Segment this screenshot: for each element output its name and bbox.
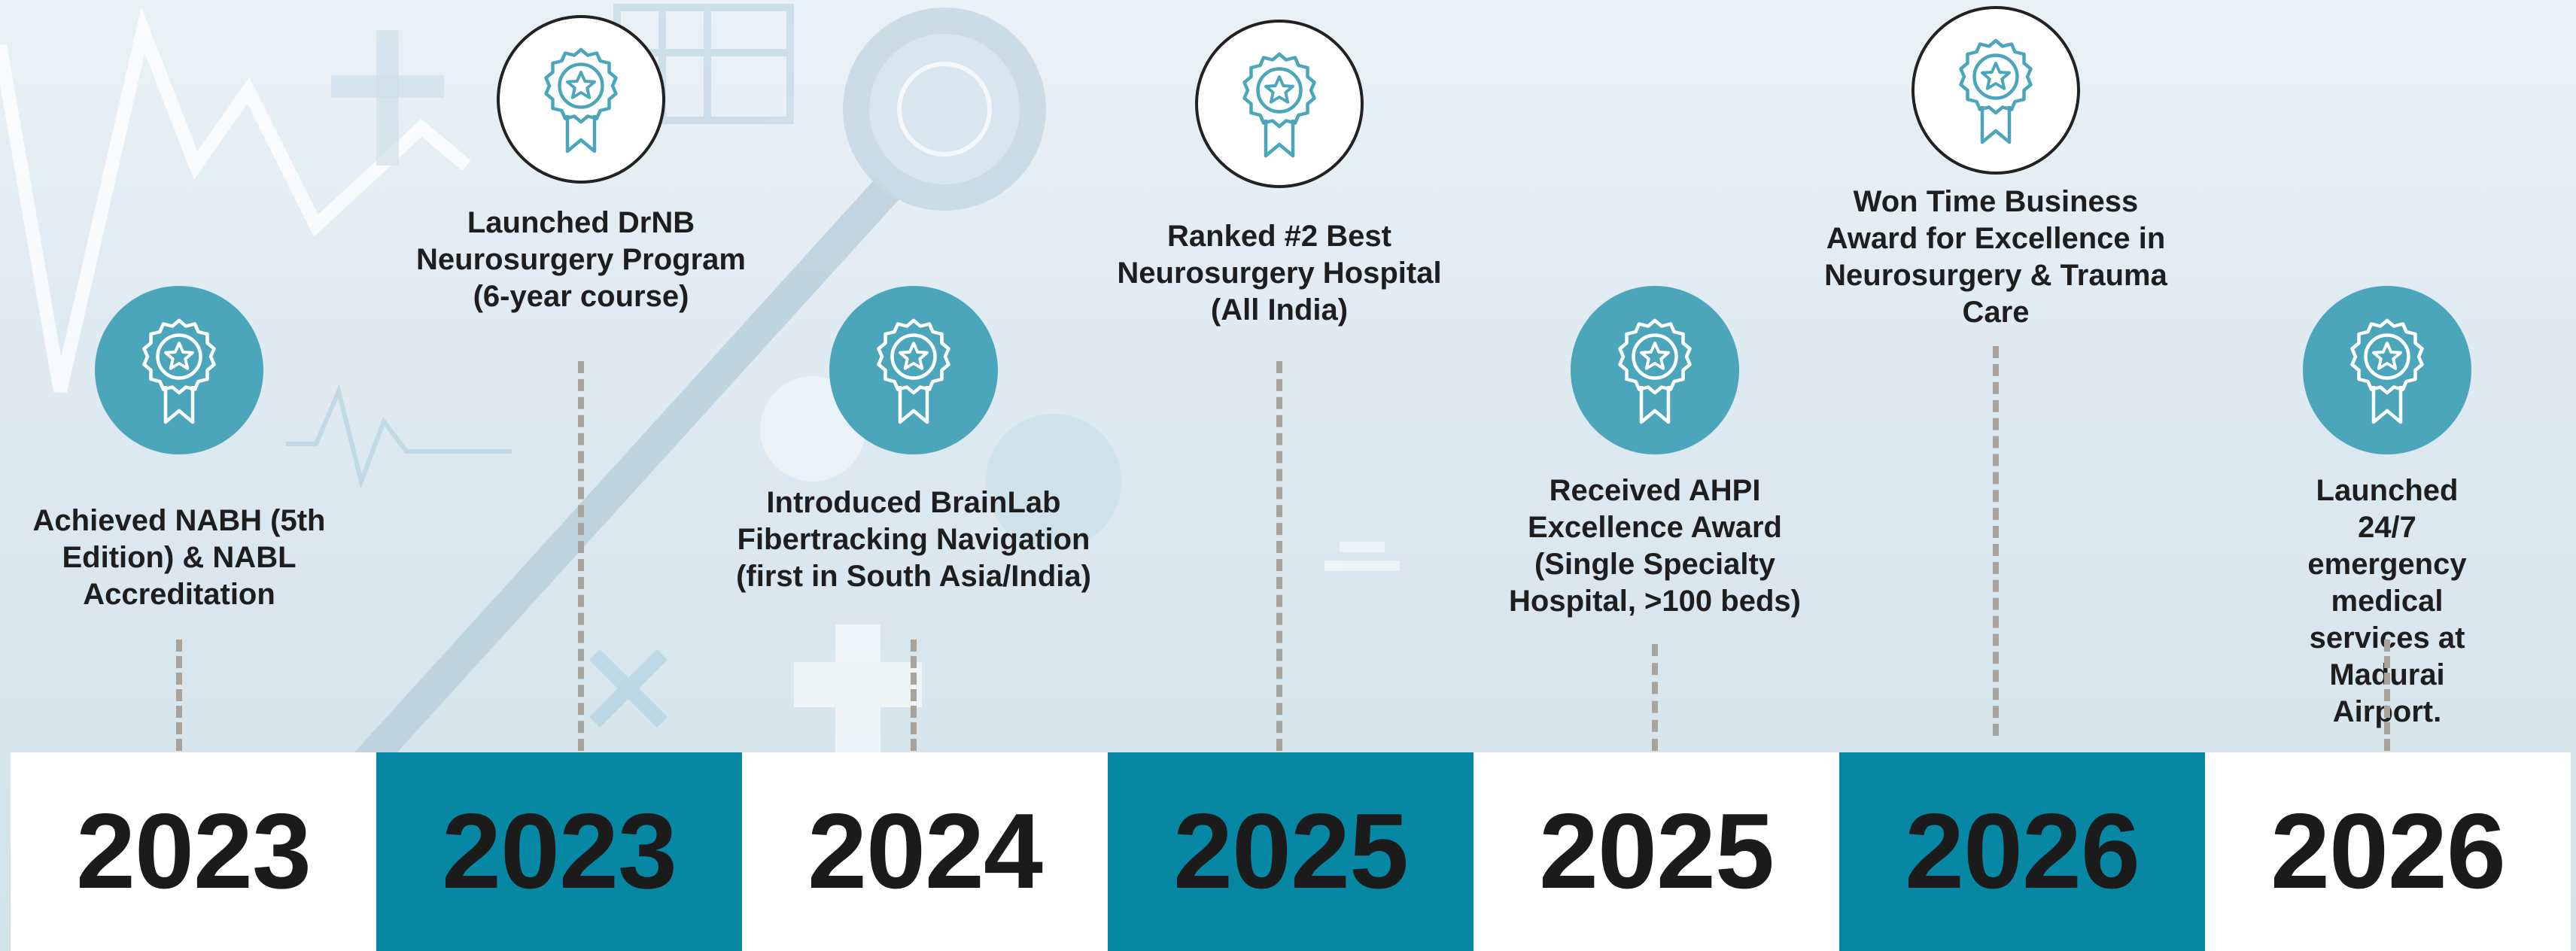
award-ribbon-star-icon: [1618, 318, 1692, 424]
timeline-connector: [1276, 361, 1282, 751]
award-ribbon-star-icon: [142, 318, 216, 424]
milestone-badge: [1195, 20, 1364, 188]
timeline-connector: [176, 640, 182, 751]
milestone-description: Won Time Business Award for Excellence i…: [1824, 185, 2167, 329]
milestone-badge: [1571, 286, 1739, 454]
milestone-description: Introduced BrainLab Fibertracking Naviga…: [736, 486, 1091, 593]
milestone-description: Launched DrNB Neurosurgery Program (6-ye…: [416, 206, 746, 313]
timeline-connector: [578, 361, 584, 751]
year-label: 2025: [1474, 752, 1839, 951]
timeline-connector: [911, 640, 917, 751]
milestone-badge: [95, 286, 263, 454]
milestone-description: Received AHPI Excellence Award (Single S…: [1509, 474, 1801, 618]
year-label: 2026: [1839, 752, 2205, 951]
year-label: 2023: [376, 752, 742, 951]
year-label: 2024: [742, 752, 1108, 951]
milestone-badge: [829, 286, 998, 454]
timeline-connector: [1993, 346, 1999, 736]
milestone-description: Ranked #2 Best Neurosurgery Hospital (Al…: [1117, 220, 1442, 327]
award-ribbon-star-icon: [1242, 52, 1316, 158]
milestone-badge: [2303, 286, 2471, 454]
year-label: 2025: [1108, 752, 1474, 951]
award-ribbon-star-icon: [1959, 38, 2033, 144]
year-label: 2023: [11, 752, 376, 951]
timeline-connector: [2384, 640, 2390, 751]
milestone-badge: [497, 15, 665, 184]
award-ribbon-star-icon: [877, 318, 950, 424]
milestone-description: Achieved NABH (5th Edition) & NABL Accre…: [32, 504, 326, 611]
milestone-badge: [1911, 6, 2080, 175]
timeline-connector: [1652, 644, 1658, 751]
year-label: 2026: [2205, 752, 2571, 951]
award-ribbon-star-icon: [544, 47, 618, 153]
award-ribbon-star-icon: [2350, 318, 2424, 424]
